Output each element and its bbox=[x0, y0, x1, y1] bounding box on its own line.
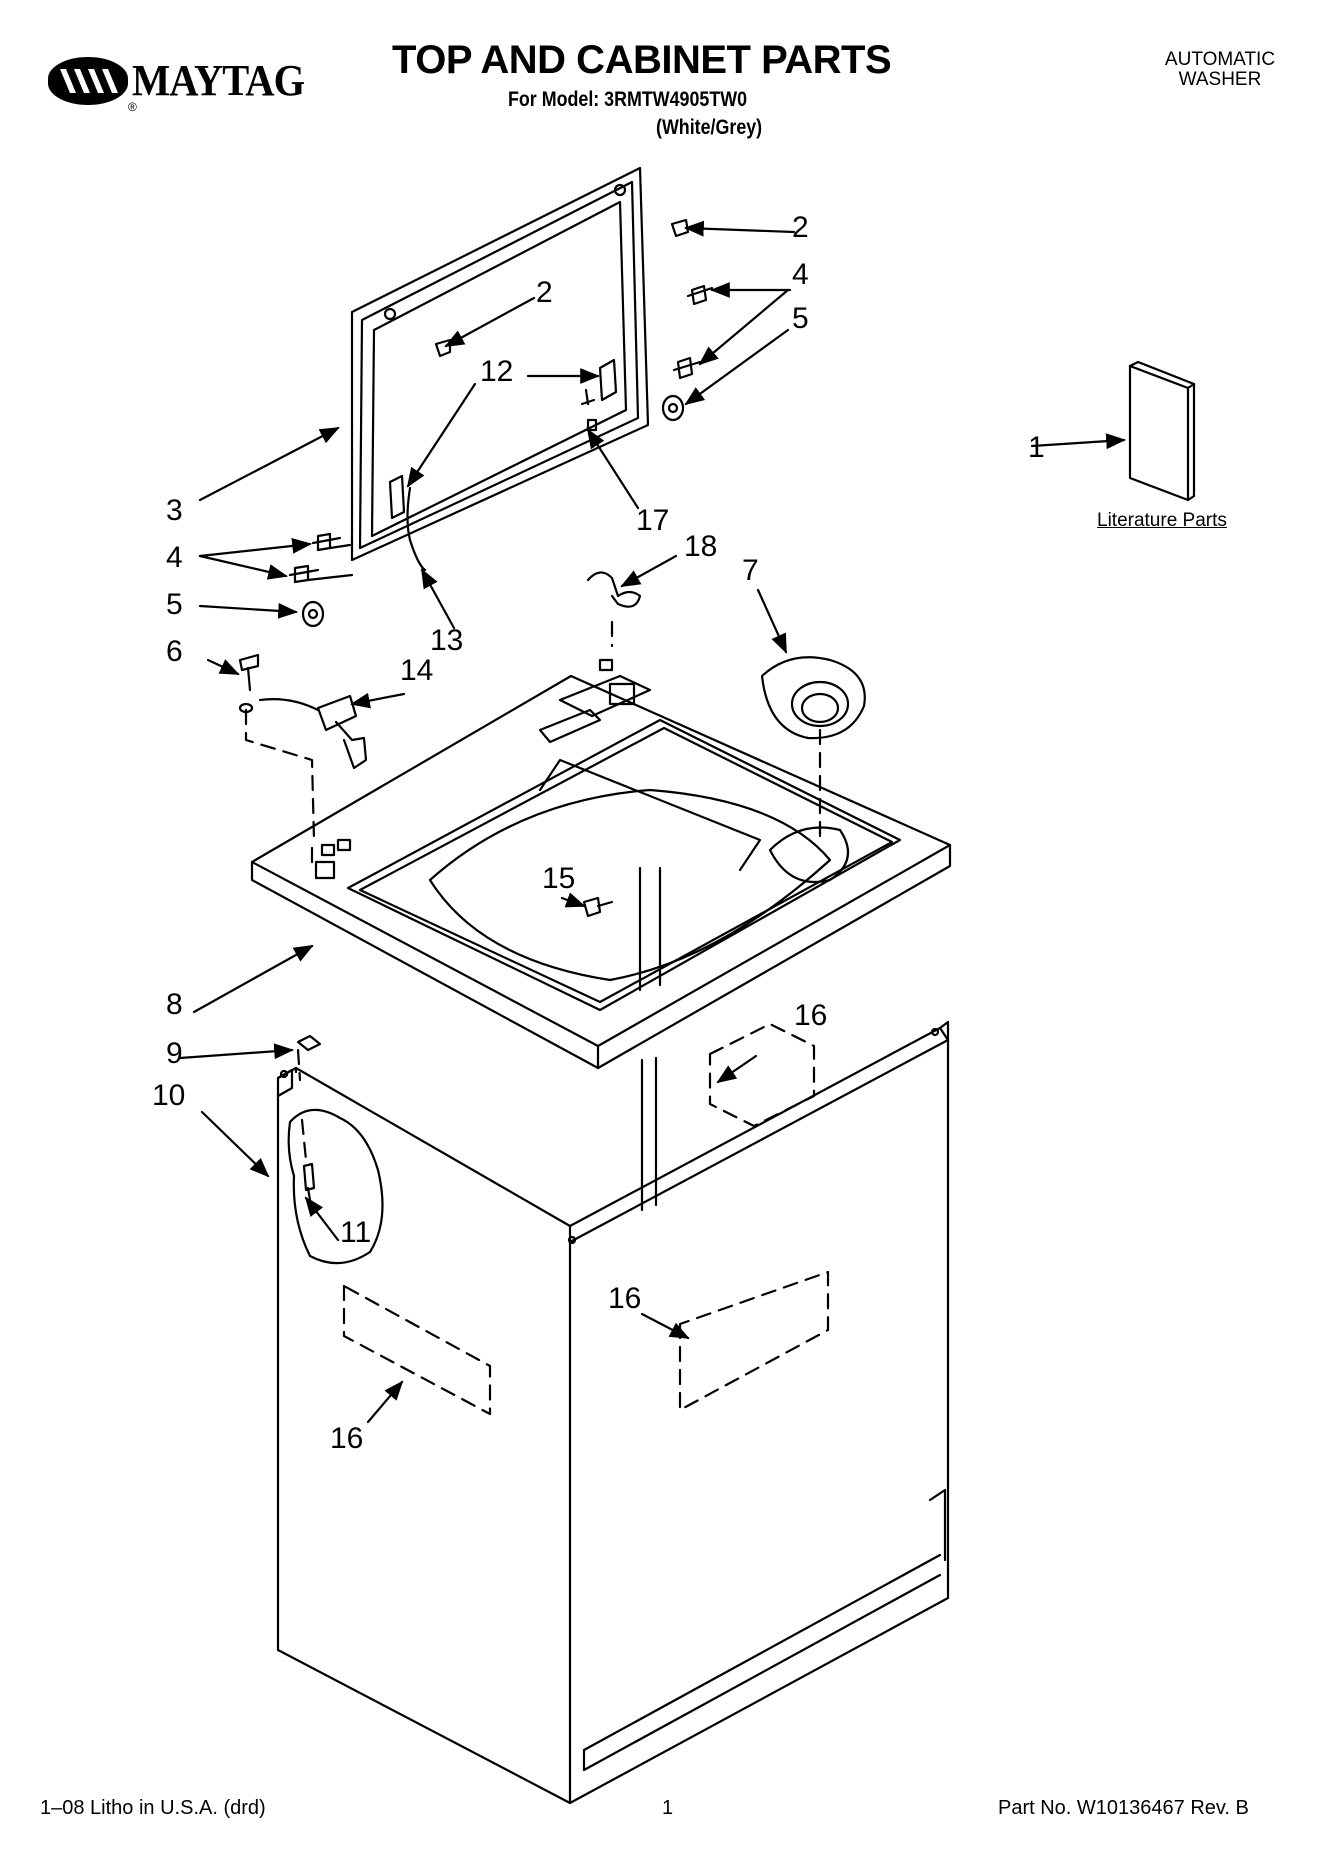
callout-16: 16 bbox=[794, 999, 828, 1032]
top-screw bbox=[582, 896, 614, 918]
cabinet bbox=[276, 1020, 950, 1805]
dashed-guides bbox=[244, 620, 830, 1416]
callout-16: 16 bbox=[330, 1422, 364, 1455]
maytag-logo: MAYTAG bbox=[48, 55, 319, 106]
callout-1: 1 bbox=[1028, 431, 1045, 464]
page-number: 1 bbox=[662, 1797, 674, 1819]
callout-8: 8 bbox=[166, 988, 183, 1021]
callout-2: 2 bbox=[536, 276, 553, 309]
callout-11: 11 bbox=[340, 1216, 372, 1249]
callout-13: 13 bbox=[430, 624, 464, 657]
top-cover bbox=[250, 658, 952, 1070]
callout-7: 7 bbox=[742, 554, 759, 587]
lid-bumper bbox=[434, 218, 690, 358]
maytag-m-icon bbox=[48, 56, 128, 105]
callout-5: 5 bbox=[792, 302, 809, 335]
registered-mark: ® bbox=[128, 100, 137, 114]
callout-2: 2 bbox=[792, 211, 809, 244]
model-number: For Model: 3RMTW4905TW0 bbox=[508, 88, 748, 111]
lid-assembly bbox=[350, 166, 650, 562]
model-color: (White/Grey) bbox=[656, 116, 763, 139]
hinge-screw bbox=[288, 532, 354, 628]
callout-6: 6 bbox=[166, 635, 183, 668]
callout-12: 12 bbox=[480, 355, 514, 388]
callout-17: 17 bbox=[636, 504, 670, 537]
callout-4: 4 bbox=[166, 541, 183, 574]
page-title: TOP AND CABINET PARTS bbox=[392, 38, 892, 82]
literature-parts-label: Literature Parts bbox=[1097, 510, 1227, 531]
bleach-dispenser bbox=[760, 656, 866, 740]
callout-18: 18 bbox=[684, 530, 718, 563]
part-number: Part No. W10136467 Rev. B bbox=[998, 1797, 1249, 1819]
callout-16: 16 bbox=[608, 1282, 642, 1315]
callout-4: 4 bbox=[792, 258, 809, 291]
wire-clip bbox=[586, 571, 642, 608]
product-type: AUTOMATIC WASHER bbox=[1164, 49, 1276, 90]
callout-15: 15 bbox=[542, 862, 576, 895]
brand-name: MAYTAG bbox=[132, 56, 305, 105]
callout-10: 10 bbox=[152, 1079, 186, 1112]
lid-hinge bbox=[388, 358, 618, 572]
footer-litho: 1–08 Litho in U.S.A. (drd) bbox=[40, 1797, 266, 1819]
leader-arrows bbox=[178, 220, 1126, 1424]
lid-switch bbox=[258, 694, 368, 770]
switch-screw bbox=[238, 653, 260, 714]
literature-book bbox=[1128, 360, 1196, 502]
callout-14: 14 bbox=[400, 654, 434, 687]
hinge-screw bbox=[661, 284, 714, 422]
callout-3: 3 bbox=[166, 494, 183, 527]
callout-9: 9 bbox=[166, 1037, 183, 1070]
callout-5: 5 bbox=[166, 588, 183, 621]
